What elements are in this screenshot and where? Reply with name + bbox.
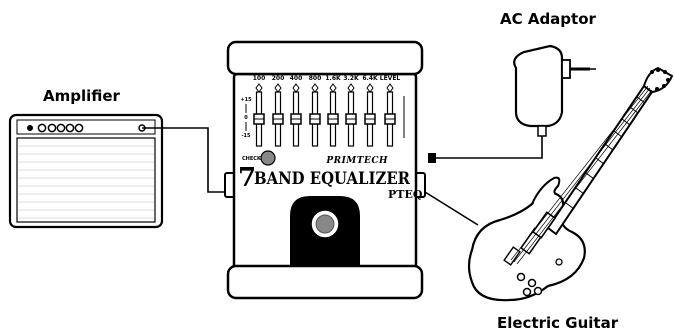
slider-bank xyxy=(253,83,396,147)
band-label: 3.2K xyxy=(343,75,359,82)
amplifier-label: Amplifier xyxy=(43,87,121,105)
check-led xyxy=(260,150,276,166)
eq-pedal: 100 200 400 800 1.6K 3.2K 6.4K LEVEL +15… xyxy=(224,40,426,300)
slider-top-marker xyxy=(329,83,337,93)
scale-bottom: -15 xyxy=(241,133,251,139)
electric-guitar xyxy=(467,66,674,302)
scale-markings: +15 0 -15 xyxy=(240,96,405,139)
ac-adaptor-label: AC Adaptor xyxy=(500,10,597,28)
slider-top-marker xyxy=(255,83,263,93)
electric-guitar-label: Electric Guitar xyxy=(497,314,619,332)
pedal-title: BAND EQUALIZER xyxy=(254,169,411,189)
footswitch[interactable] xyxy=(290,196,360,266)
slider-top-marker xyxy=(386,83,394,93)
band-label: 800 xyxy=(309,75,322,82)
model-label: PTEQ xyxy=(388,188,423,201)
power-cable xyxy=(436,136,543,159)
power-plug xyxy=(428,153,436,163)
band-label: 100 xyxy=(253,75,266,82)
slider-top-marker xyxy=(274,83,282,93)
brand-logo: PRIMTECH xyxy=(325,156,388,166)
ac-adaptor xyxy=(513,44,596,137)
check-label: CHECK xyxy=(242,156,262,162)
amp-knobs xyxy=(37,123,84,133)
amp-power-light xyxy=(27,125,33,131)
scale-top: +15 xyxy=(240,97,252,103)
pedal-top-cap xyxy=(226,40,424,76)
level-label: LEVEL xyxy=(380,75,401,82)
scale-mid: 0 xyxy=(244,115,248,121)
slider-top-marker xyxy=(347,83,355,93)
band-labels: 100 200 400 800 1.6K 3.2K 6.4K LEVEL xyxy=(253,75,401,82)
band-label: 1.6K xyxy=(325,75,341,82)
pedal-bottom-cap xyxy=(226,264,424,300)
guitar-cable xyxy=(424,191,479,226)
title-number: 7 xyxy=(238,163,256,193)
amp-cable xyxy=(142,127,232,193)
band-label: 200 xyxy=(272,75,285,82)
slider-top-marker xyxy=(292,83,300,93)
amp-speaker-grille xyxy=(16,137,156,223)
band-label: 400 xyxy=(290,75,303,82)
slider-top-marker xyxy=(366,83,374,93)
amplifier xyxy=(8,113,164,229)
band-label: 6.4K xyxy=(362,75,378,82)
slider-top-marker xyxy=(311,83,319,93)
